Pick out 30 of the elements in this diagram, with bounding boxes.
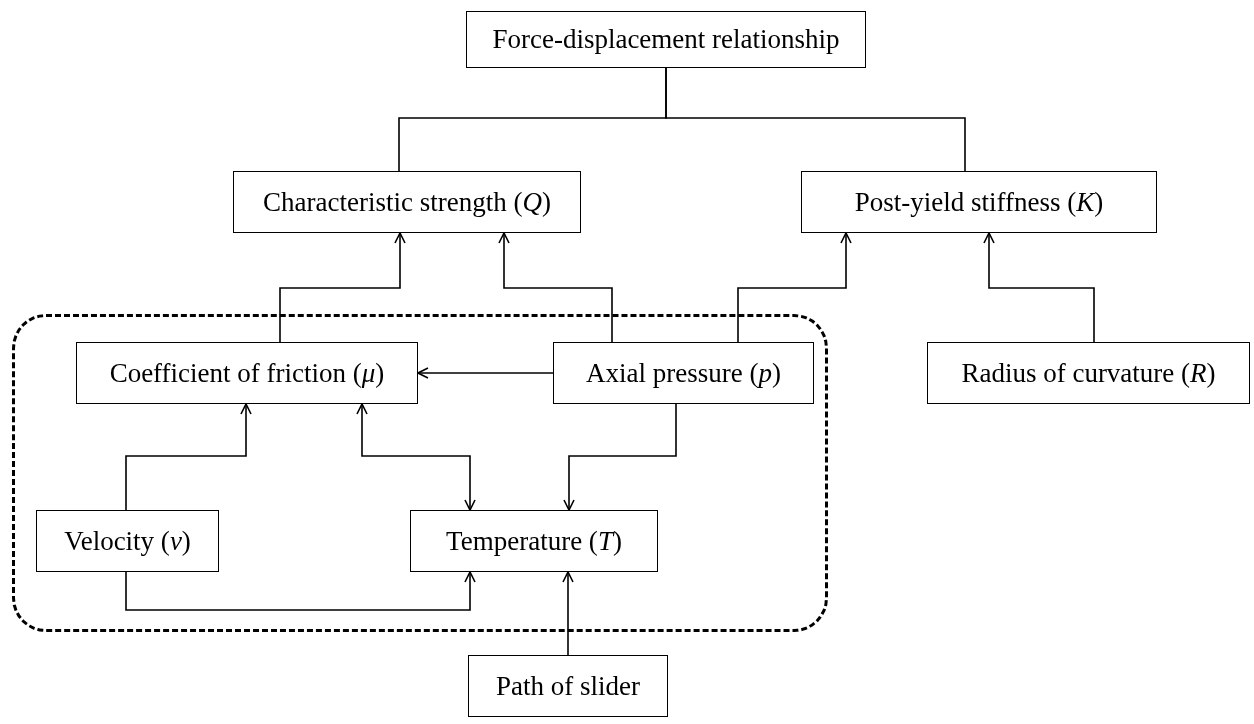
arrow — [562, 571, 574, 656]
node-label: Coefficient of friction (μ) — [109, 357, 385, 389]
arrow — [563, 403, 677, 511]
process-box — [468, 655, 668, 717]
process-box — [927, 342, 1250, 404]
node-label: Axial pressure (p) — [586, 357, 781, 389]
arrow — [279, 232, 406, 343]
node-label: Force-displacement relationship — [492, 24, 840, 55]
node-label: Post-yield stiffness (K) — [854, 186, 1104, 218]
arrow — [125, 403, 252, 511]
arrow — [737, 232, 852, 343]
arrow — [417, 367, 554, 379]
arrow — [498, 232, 613, 343]
node-label: Radius of curvature (R) — [961, 357, 1216, 389]
process-box — [233, 171, 581, 233]
process-box — [553, 342, 814, 404]
node-label: Path of slider — [496, 670, 640, 702]
process-box — [36, 510, 219, 572]
node-label: Temperature (T) — [446, 525, 622, 557]
arrow — [125, 571, 476, 611]
process-box — [410, 510, 658, 572]
node-label: Characteristic strength (Q) — [263, 186, 551, 218]
process-box — [76, 342, 418, 404]
node-label: Velocity (v) — [64, 525, 191, 557]
process-box — [801, 171, 1157, 233]
arrow — [356, 403, 476, 511]
process-box — [466, 11, 866, 68]
arrow — [983, 232, 1095, 343]
dashed-boundary — [12, 314, 828, 632]
connector-line — [665, 67, 966, 172]
